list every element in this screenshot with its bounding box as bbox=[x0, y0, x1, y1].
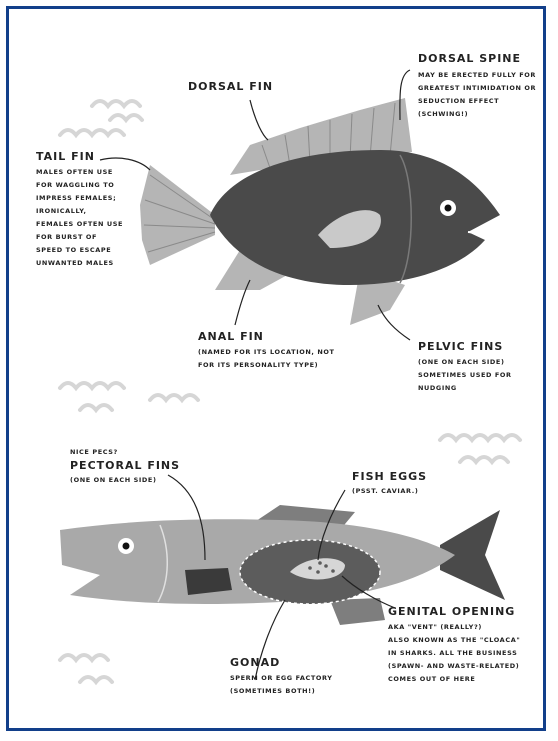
note-line: (ONE ON EACH SIDE) bbox=[70, 474, 180, 487]
note-line: IN SHARKS. ALL THE BUSINESS bbox=[388, 647, 520, 660]
annotation-dorsal-spine: DORSAL SPINE MAY BE ERECTED FULLY FOR GR… bbox=[418, 52, 536, 121]
note-line: GREATEST INTIMIDATION OR bbox=[418, 82, 536, 95]
note-line: SPEED TO ESCAPE bbox=[36, 244, 123, 257]
tail-fin bbox=[140, 165, 215, 265]
label-pectoral-fins: PECTORAL FINS bbox=[70, 459, 180, 472]
label-pelvic-fins: PELVIC FINS bbox=[418, 340, 512, 353]
pelvic-fins-note: (ONE ON EACH SIDE) SOMETIMES USED FOR NU… bbox=[418, 356, 512, 395]
note-line: (SCHWING!) bbox=[418, 108, 536, 121]
annotation-anal-fin: ANAL FIN (NAMED FOR ITS LOCATION, NOT FO… bbox=[198, 330, 335, 372]
annotation-genital-opening: GENITAL OPENING AKA "VENT" (REALLY?) ALS… bbox=[388, 605, 520, 686]
note-line: (PSST. CAVIAR.) bbox=[352, 485, 427, 498]
note-line: ALSO KNOWN AS THE "CLOACA" bbox=[388, 634, 520, 647]
anal-fin-note: (NAMED FOR ITS LOCATION, NOT FOR ITS PER… bbox=[198, 346, 335, 372]
label-genital-opening: GENITAL OPENING bbox=[388, 605, 520, 618]
anal-fin-bottom bbox=[330, 598, 385, 625]
dorsal-spine-note: MAY BE ERECTED FULLY FOR GREATEST INTIMI… bbox=[418, 69, 536, 121]
annotation-gonad: GONAD SPERM OR EGG FACTORY (SOMETIMES BO… bbox=[230, 656, 333, 698]
note-line: FEMALES OFTEN USE bbox=[36, 218, 123, 231]
note-line: UNWANTED MALES bbox=[36, 257, 123, 270]
annotation-fish-eggs: FISH EGGS (PSST. CAVIAR.) bbox=[352, 470, 427, 498]
note-line: FOR WAGGLING TO bbox=[36, 179, 123, 192]
note-line: (SPAWN- AND WASTE-RELATED) bbox=[388, 660, 520, 673]
label-tail-fin: TAIL FIN bbox=[36, 150, 123, 163]
note-line: SEDUCTION EFFECT bbox=[418, 95, 536, 108]
top-fish bbox=[140, 98, 500, 325]
note-line: NUDGING bbox=[418, 382, 512, 395]
pectoral-fins-pre: NICE PECS? bbox=[70, 446, 180, 459]
label-fish-eggs: FISH EGGS bbox=[352, 470, 427, 483]
note-line: SOMETIMES USED FOR bbox=[418, 369, 512, 382]
annotation-tail-fin: TAIL FIN MALES OFTEN USE FOR WAGGLING TO… bbox=[36, 150, 123, 270]
annotation-pelvic-fins: PELVIC FINS (ONE ON EACH SIDE) SOMETIMES… bbox=[418, 340, 512, 395]
annotation-pectoral-fins: NICE PECS? PECTORAL FINS (ONE ON EACH SI… bbox=[70, 446, 180, 487]
fish-eggs-note: (PSST. CAVIAR.) bbox=[352, 485, 427, 498]
note-line: MAY BE ERECTED FULLY FOR bbox=[418, 69, 536, 82]
note-line: IRONICALLY, bbox=[36, 205, 123, 218]
label-dorsal-fin: DORSAL FIN bbox=[188, 80, 273, 93]
note-line: COMES OUT OF HERE bbox=[388, 673, 520, 686]
note-line: (NAMED FOR ITS LOCATION, NOT bbox=[198, 346, 335, 359]
note-line: SPERM OR EGG FACTORY bbox=[230, 672, 333, 685]
note-line: AKA "VENT" (REALLY?) bbox=[388, 621, 520, 634]
label-gonad: GONAD bbox=[230, 656, 333, 669]
note-line: FOR ITS PERSONALITY TYPE) bbox=[198, 359, 335, 372]
note-line: (SOMETIMES BOTH!) bbox=[230, 685, 333, 698]
note-line: MALES OFTEN USE bbox=[36, 166, 123, 179]
label-anal-fin: ANAL FIN bbox=[198, 330, 335, 343]
pectoral-fins-note: (ONE ON EACH SIDE) bbox=[70, 474, 180, 487]
label-dorsal-spine: DORSAL SPINE bbox=[418, 52, 536, 65]
genital-opening-note: AKA "VENT" (REALLY?) ALSO KNOWN AS THE "… bbox=[388, 621, 520, 686]
note-line: IMPRESS FEMALES; bbox=[36, 192, 123, 205]
gonad-note: SPERM OR EGG FACTORY (SOMETIMES BOTH!) bbox=[230, 672, 333, 698]
note-line: FOR BURST OF bbox=[36, 231, 123, 244]
note-line: (ONE ON EACH SIDE) bbox=[418, 356, 512, 369]
tail-fin-note: MALES OFTEN USE FOR WAGGLING TO IMPRESS … bbox=[36, 166, 123, 270]
